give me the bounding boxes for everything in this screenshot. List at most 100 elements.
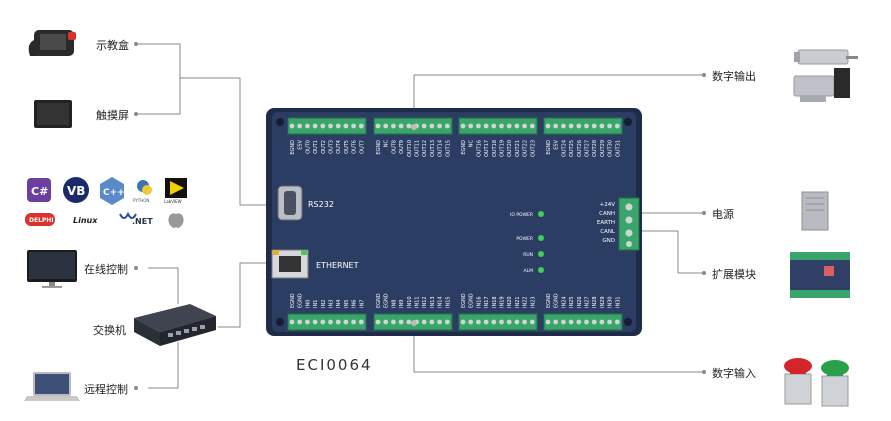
pin-label: OUT10 bbox=[407, 140, 413, 157]
pin-label: IN18 bbox=[492, 296, 498, 308]
pin-label: IN25 bbox=[569, 296, 575, 308]
pin-label: IN7 bbox=[359, 300, 365, 308]
terminal-screw bbox=[584, 319, 589, 325]
power-pin-label: GND bbox=[602, 238, 615, 244]
terminal-screw bbox=[297, 319, 303, 325]
pin-label: IN4 bbox=[336, 300, 342, 308]
terminal-screw bbox=[553, 319, 559, 325]
status-led bbox=[538, 267, 544, 273]
pin-label: EGND bbox=[469, 293, 475, 308]
delphi-logo-text: DELPHI bbox=[29, 217, 54, 224]
screw-hole bbox=[276, 118, 284, 126]
pin-label: OUT22 bbox=[523, 140, 529, 157]
label-switch: 交换机 bbox=[93, 324, 126, 337]
pin-label: IN21 bbox=[515, 296, 521, 308]
terminal-screw bbox=[429, 123, 435, 129]
input-anchor-dot bbox=[411, 320, 417, 326]
pin-label: E5V bbox=[298, 139, 304, 149]
terminal-screw bbox=[398, 123, 404, 129]
terminal-screw bbox=[468, 123, 474, 129]
terminal-screw bbox=[398, 319, 404, 325]
pin-label: IN0 bbox=[305, 300, 311, 308]
terminal-screw bbox=[320, 123, 326, 129]
pin-label: EGND bbox=[384, 293, 390, 308]
pin-label: OUT15 bbox=[445, 140, 451, 157]
pin-label: IN30 bbox=[608, 296, 614, 308]
terminal-screw bbox=[444, 123, 450, 129]
terminal-screw bbox=[514, 319, 520, 325]
output-anchor-dot bbox=[411, 124, 417, 130]
terminal-screw bbox=[553, 123, 559, 129]
terminal-screw bbox=[506, 319, 512, 325]
terminal-screw bbox=[383, 319, 389, 325]
power-pin-label: CANL bbox=[600, 229, 616, 235]
pin-label: OUT5 bbox=[344, 140, 350, 154]
pin-label: OUT16 bbox=[476, 140, 482, 157]
terminal-screw bbox=[460, 319, 466, 325]
pin-label: OUT14 bbox=[438, 140, 444, 157]
pin-label: EGND bbox=[546, 293, 552, 308]
terminal-screw bbox=[607, 319, 612, 325]
pin-label: IN6 bbox=[352, 300, 358, 308]
label-remote-control: 远程控制 bbox=[84, 383, 128, 396]
terminal-screw bbox=[305, 123, 310, 129]
pin-label: OUT3 bbox=[329, 140, 335, 154]
screw-hole bbox=[624, 318, 632, 326]
pin-label: OUT9 bbox=[399, 140, 405, 154]
status-led bbox=[538, 251, 544, 257]
pin-label: OUT6 bbox=[352, 140, 358, 154]
cpp-logo bbox=[100, 177, 124, 205]
bottom-terminal-blocks bbox=[287, 313, 623, 331]
terminal-screw bbox=[614, 319, 620, 325]
terminal-screw bbox=[522, 319, 527, 325]
terminal-screw bbox=[358, 319, 364, 325]
pin-label: NC bbox=[384, 139, 390, 147]
label-expansion-module: 扩展模块 bbox=[712, 268, 756, 281]
pin-label: OUT27 bbox=[585, 140, 591, 157]
power-pin-label: EARTH bbox=[597, 220, 615, 226]
green-push-button-image bbox=[821, 360, 849, 407]
pin-label: IN5 bbox=[344, 300, 350, 308]
pin-label: OUT11 bbox=[415, 140, 421, 157]
pin-label: OUT0 bbox=[305, 140, 311, 154]
pin-label: IN10 bbox=[407, 296, 413, 308]
pin-label: E5V bbox=[554, 139, 560, 149]
pin-label: OUT17 bbox=[484, 140, 490, 157]
pin-label: OUT24 bbox=[561, 140, 567, 157]
terminal-screw bbox=[584, 123, 589, 129]
top-terminal-block-0 bbox=[287, 117, 367, 135]
dotnet-logo bbox=[119, 211, 137, 219]
pneumatic-cylinder-image bbox=[794, 49, 858, 65]
terminal-screw bbox=[429, 319, 435, 325]
pin-label: EGND bbox=[290, 140, 296, 155]
touch-screen-image bbox=[34, 100, 72, 128]
pin-label: OUT29 bbox=[600, 140, 606, 157]
pin-label: IN26 bbox=[577, 296, 583, 308]
bottom-terminal-block-0 bbox=[287, 313, 367, 331]
pin-label: EGND bbox=[546, 140, 552, 155]
terminal-screw bbox=[591, 123, 597, 129]
rs232-port bbox=[277, 185, 303, 221]
terminal-screw bbox=[576, 123, 582, 129]
terminal-screw bbox=[468, 319, 474, 325]
line-to-rs232 bbox=[180, 77, 276, 206]
pin-label: OUT4 bbox=[336, 140, 342, 154]
vb-logo-text: VB bbox=[67, 184, 85, 198]
python-logo-text: PYTHON bbox=[133, 198, 149, 203]
label-touch-screen: 触摸屏 bbox=[96, 109, 129, 122]
bottom-terminal-block-3 bbox=[543, 313, 623, 331]
terminal-screw bbox=[351, 319, 356, 325]
pin-label: IN27 bbox=[585, 296, 591, 308]
pin-label: IN14 bbox=[438, 296, 444, 308]
terminal-screw bbox=[343, 123, 349, 129]
network-switch-image bbox=[134, 304, 216, 346]
top-terminal-block-2 bbox=[458, 117, 538, 135]
screw-hole bbox=[276, 318, 284, 326]
terminal-screw bbox=[476, 123, 481, 129]
bottom-terminal-block-2 bbox=[458, 313, 538, 331]
pin-label: IN19 bbox=[500, 296, 506, 308]
rs232-label: RS232 bbox=[308, 200, 334, 209]
terminal-screw bbox=[607, 123, 612, 129]
